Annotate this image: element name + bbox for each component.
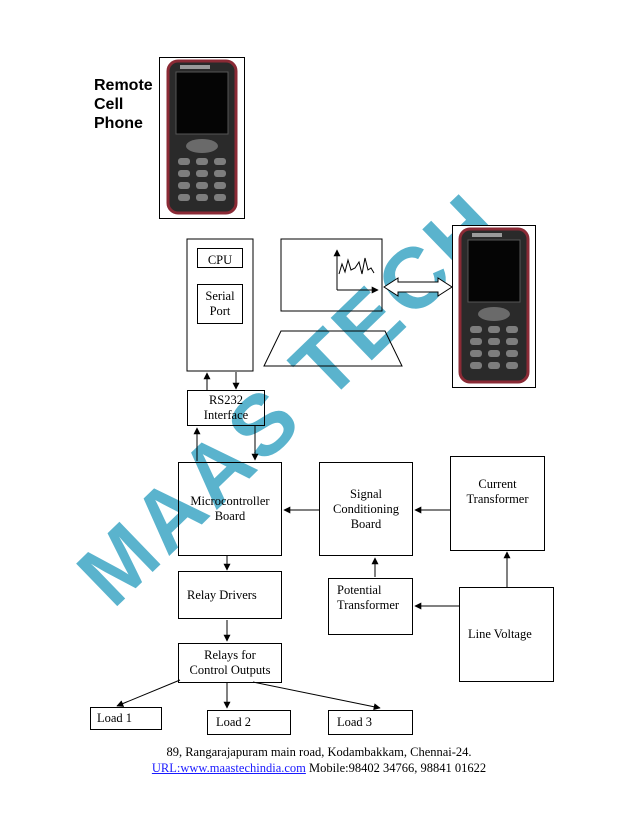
pc-cabinet — [186, 238, 254, 372]
serial-port-box: Serial Port — [197, 284, 243, 324]
current-transformer-box: Current Transformer — [450, 456, 545, 551]
footer-contact: URL:www.maastechindia.com Mobile:98402 3… — [0, 761, 638, 776]
footer-url-link[interactable]: URL:www.maastechindia.com — [151, 761, 306, 775]
current-transformer-label: Current Transformer — [466, 477, 529, 506]
load-2-label: Load 2 — [216, 715, 252, 729]
rs232-interface-label: RS232 Interface — [203, 393, 249, 422]
signal-conditioning-board-label: Signal Conditioning Board — [333, 486, 399, 531]
signal-conditioning-board-box: Signal Conditioning Board — [319, 462, 413, 556]
load-1-label: Load 1 — [97, 711, 133, 725]
microcontroller-board-box: Microcontroller Board — [178, 462, 282, 556]
line-voltage-box: Line Voltage — [459, 587, 554, 682]
cell-phone-icon — [458, 227, 530, 384]
relays-control-outputs-box: Relays for Control Outputs — [178, 643, 282, 683]
footer-mobile: Mobile:98402 34766, 98841 01622 — [309, 761, 487, 775]
load-3-label: Load 3 — [337, 715, 373, 729]
relays-control-outputs-label: Relays for Control Outputs — [189, 648, 271, 677]
microcontroller-board-label: Microcontroller Board — [190, 494, 270, 523]
potential-transformer-label: Potential Transformer — [337, 583, 400, 612]
double-arrow — [383, 277, 453, 297]
relay-drivers-box: Relay Drivers — [178, 571, 282, 619]
remote-cell-phone-title: Remote Cell Phone — [94, 77, 153, 132]
cpu-label: CPU — [207, 253, 233, 267]
potential-transformer-box: Potential Transformer — [328, 578, 413, 635]
serial-port-label: Serial Port — [205, 289, 235, 318]
cpu-box: CPU — [197, 248, 243, 268]
load-2-box: Load 2 — [207, 710, 291, 735]
footer-address: 89, Rangarajapuram main road, Kodambakka… — [166, 745, 472, 759]
line-voltage-label: Line Voltage — [468, 627, 532, 641]
cell-phone-image-right — [452, 225, 536, 388]
relay-drivers-label: Relay Drivers — [187, 587, 257, 602]
waveform-plot — [333, 249, 379, 294]
cell-phone-image-top — [159, 57, 245, 219]
load-1-box: Load 1 — [90, 707, 162, 730]
rs232-interface-box: RS232 Interface — [187, 390, 265, 426]
keyboard — [263, 330, 403, 367]
monitor-screen — [280, 238, 383, 312]
cell-phone-icon — [166, 59, 238, 215]
load-3-box: Load 3 — [328, 710, 413, 735]
